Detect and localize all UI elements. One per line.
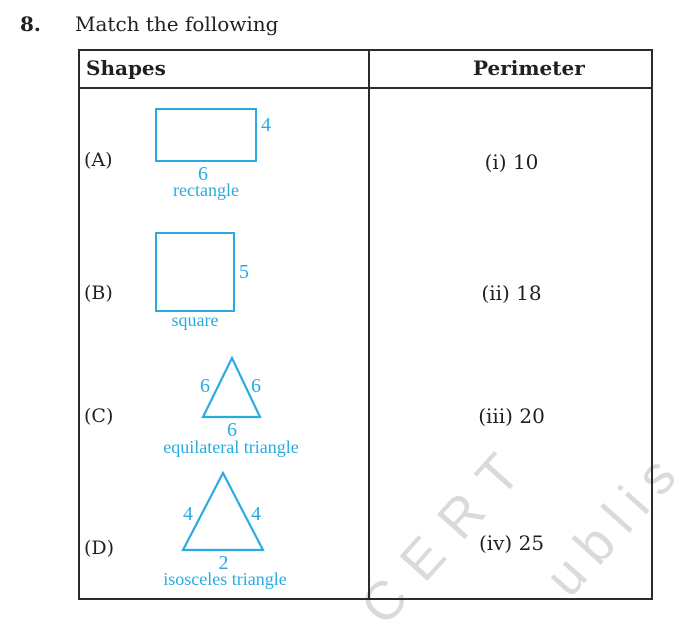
row-key-a: (A)	[84, 149, 113, 171]
table-column-divider	[368, 49, 370, 600]
equilateral-triangle-name-label: equilateral triangle	[163, 437, 299, 457]
question-title: Match the following	[75, 12, 279, 36]
square-shape	[155, 232, 235, 312]
isosceles-side-label-bottom: 2	[218, 552, 229, 574]
match-table-border	[78, 49, 653, 600]
rectangle-side-label-right: 4	[261, 114, 271, 136]
isosceles-side-label-left: 4	[183, 503, 193, 525]
equilateral-triangle-shape	[201, 355, 262, 419]
rectangle-shape	[155, 108, 257, 162]
column-header-shapes: Shapes	[86, 56, 166, 80]
row-key-b: (B)	[84, 282, 113, 304]
isosceles-triangle-shape	[181, 470, 265, 552]
rectangle-name-label: rectangle	[173, 180, 239, 200]
square-name-label: square	[171, 310, 219, 330]
isosceles-triangle-name-label: isosceles triangle	[163, 569, 287, 589]
perimeter-option-iii: (iii) 20	[478, 404, 545, 428]
table-header-divider	[78, 87, 653, 89]
column-header-perimeter: Perimeter	[473, 56, 585, 80]
question-number: 8.	[20, 12, 41, 36]
equilateral-side-label-bottom: 6	[227, 419, 237, 441]
perimeter-option-i: (i) 10	[484, 150, 539, 174]
row-key-d: (D)	[84, 537, 115, 559]
isosceles-side-label-right: 4	[251, 503, 261, 525]
row-key-c: (C)	[84, 405, 114, 427]
perimeter-option-iv: (iv) 25	[478, 531, 545, 555]
rectangle-side-label-bottom: 6	[198, 163, 208, 185]
equilateral-side-label-left: 6	[200, 375, 210, 397]
equilateral-side-label-right: 6	[251, 375, 261, 397]
perimeter-option-ii: (ii) 18	[481, 281, 542, 305]
square-side-label-right: 5	[239, 261, 249, 283]
